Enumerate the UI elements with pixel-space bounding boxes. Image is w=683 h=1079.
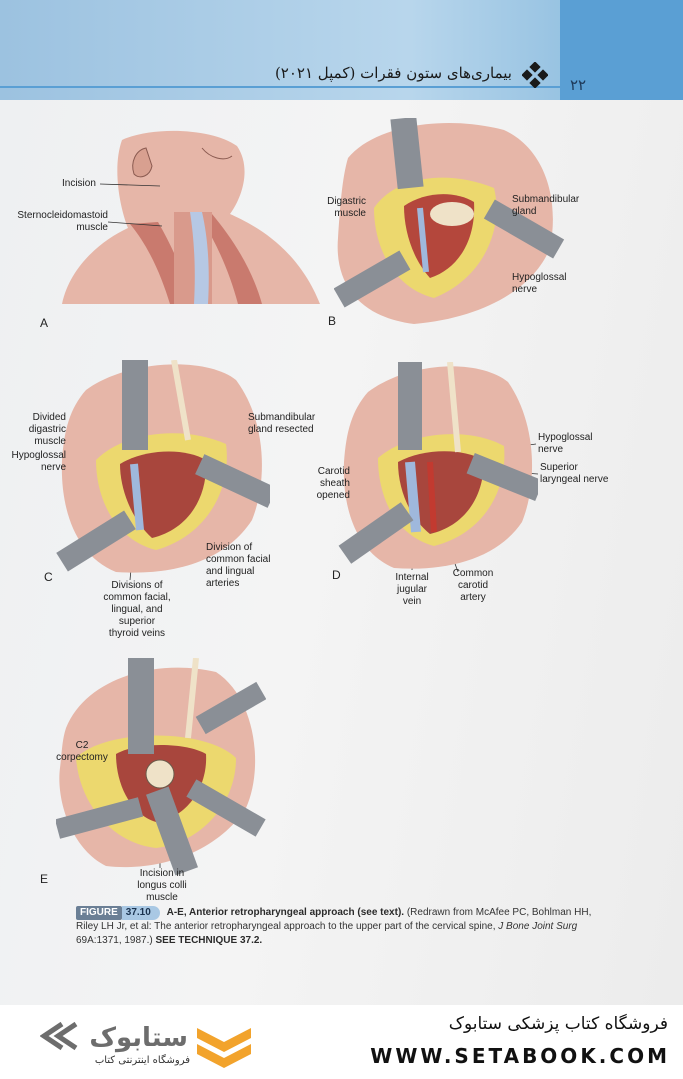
- label-common-carotid-artery: Common carotid artery: [452, 568, 494, 603]
- caption-title: A-E, Anterior retropharyngeal approach (…: [166, 907, 405, 918]
- label-longus-colli: Incision in longus colli muscle: [137, 868, 187, 903]
- label-internal-jugular-vein: Internal jugular vein: [395, 572, 429, 607]
- label-hypoglossal-nerve-b: Hypoglossal nerve: [512, 272, 567, 295]
- panel-e-letter: E: [40, 872, 49, 886]
- page-number: ۲۲: [570, 76, 587, 94]
- panel-c-letter: C: [44, 570, 53, 584]
- label-divided-digastric: Divided digastric muscle: [28, 412, 66, 447]
- label-hypoglossal-nerve-d: Hypoglossal nerve: [538, 432, 593, 455]
- label-digastric-muscle: Digastric muscle: [327, 196, 366, 219]
- figure-badge: FIGURE: [76, 906, 122, 920]
- caption-see-technique: SEE TECHNIQUE 37.2.: [155, 935, 263, 946]
- label-sternocleidomastoid: Sternocleidomastoid muscle: [17, 210, 108, 233]
- setabook-logo-icon: [197, 1028, 251, 1068]
- panel-a-illustration: [62, 130, 320, 304]
- panel-c-illustration: [56, 360, 270, 573]
- setabook-logo-wordmark: ستابوک: [40, 1021, 188, 1053]
- logo-wordmark-text: ستابوک: [89, 1023, 188, 1053]
- label-c2-corpectomy: C2 corpectomy: [56, 740, 108, 763]
- label-carotid-sheath: Carotid sheath opened: [316, 466, 350, 501]
- footer-banner: [0, 1005, 683, 1079]
- chapter-title: بیماری‌های ستون فقرات (کمپل ۲۰۲۱): [274, 64, 512, 82]
- panel-d-letter: D: [332, 568, 341, 582]
- footer-store-name: فروشگاه کتاب پزشکی ستابوک: [448, 1014, 668, 1034]
- label-division-arteries: Division of common facial and lingual ar…: [206, 542, 271, 589]
- label-divisions-veins: Divisions of common facial, lingual, and…: [103, 580, 171, 639]
- caption-credit: (Redrawn from McAfee PC, Bohlman HH, Ril…: [76, 907, 592, 932]
- label-hypoglossal-nerve-c: Hypoglossal nerve: [11, 450, 66, 473]
- panel-b-illustration: [334, 118, 565, 324]
- figure-number: 37.10: [121, 906, 160, 920]
- diamond-ornament-icon: [522, 62, 548, 88]
- footer-url[interactable]: WWW.SETABOOK.COM: [370, 1044, 670, 1068]
- caption-journal: J Bone Joint Surg: [498, 921, 578, 932]
- label-incision: Incision: [62, 178, 96, 189]
- label-submandibular-gland: Submandibular gland: [512, 194, 580, 217]
- panel-d-illustration: [338, 362, 538, 569]
- caption-citation: 69A:1371, 1987.): [76, 935, 153, 946]
- header-rule: [0, 86, 560, 88]
- label-superior-laryngeal-nerve: Superior laryngeal nerve: [540, 462, 609, 485]
- panel-e-illustration: [56, 658, 266, 876]
- footer-logo-subtitle: فروشگاه اینترنتی کتاب: [94, 1055, 190, 1066]
- panel-b-letter: B: [328, 314, 337, 328]
- page-tab: [560, 0, 683, 104]
- label-submandibular-resected: Submandibular gland resected: [248, 412, 316, 435]
- panel-a-letter: A: [40, 316, 49, 330]
- book-page: ۲۲ بیماری‌های ستون فقرات (کمپل ۲۰۲۱) Inc…: [0, 0, 683, 1005]
